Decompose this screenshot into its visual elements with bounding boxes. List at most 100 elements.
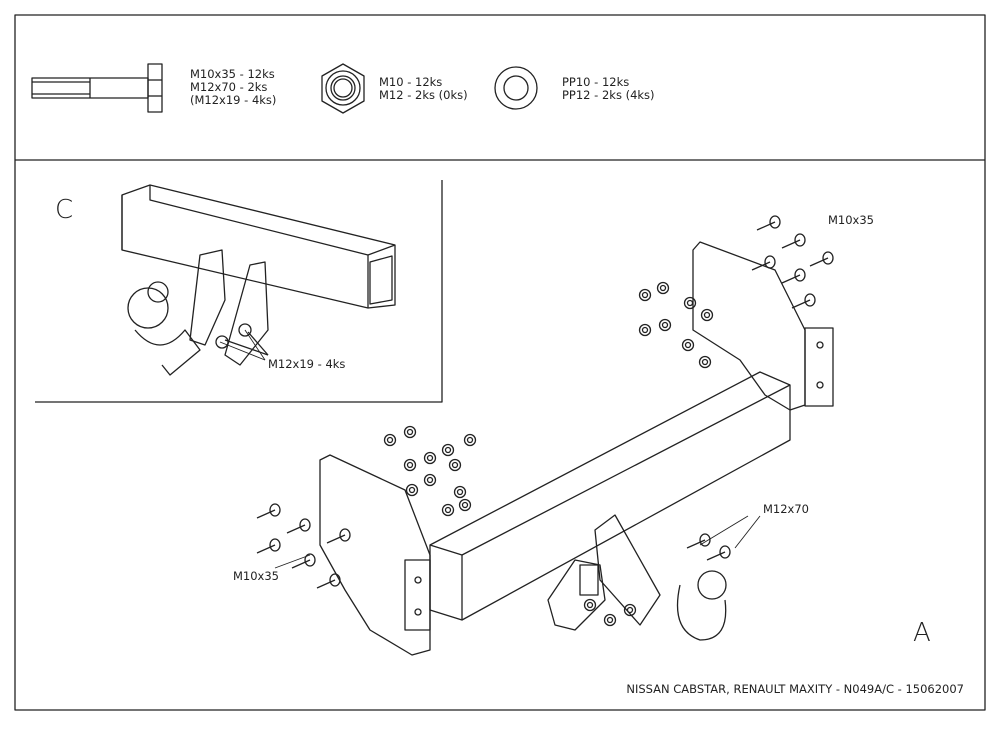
nut-icon (423, 473, 437, 487)
nut-bore-icon (641, 326, 649, 334)
view-label-c: C (55, 195, 74, 225)
nut-icon (423, 451, 437, 465)
bolt-icon (706, 551, 726, 561)
washer-spec-line: PP10 - 12ks (562, 75, 630, 89)
bolt-head-icon (769, 215, 781, 229)
bolt-icon (781, 274, 801, 284)
leader-lines (219, 329, 761, 569)
nut-spec: M10 - 12ks M12 - 2ks (0ks) (379, 76, 468, 102)
bolt-icon (781, 239, 801, 249)
nut-icon (403, 425, 417, 439)
nut-icon (681, 338, 695, 352)
bolt-spec-line: M10x35 - 12ks (190, 67, 275, 81)
nut-bore-icon (626, 606, 634, 614)
nut-bore-icon (641, 291, 649, 299)
nut-icon (638, 323, 652, 337)
callout-m12x19: M12x19 - 4ks (268, 357, 346, 371)
bolt-icon (809, 257, 829, 267)
nut-spec-line: M10 - 12ks (379, 75, 443, 89)
nut-icon (383, 433, 397, 447)
bolt-icon (791, 299, 811, 309)
nut-bore-icon (659, 284, 667, 292)
nut-icon (583, 598, 597, 612)
nut-bore-icon (606, 616, 614, 624)
nut-icon (658, 318, 672, 332)
nut-bore-icon (703, 311, 711, 319)
nut-bore-icon (386, 436, 394, 444)
callout-m12x70: M12x70 (763, 502, 809, 516)
bolt-head-icon (719, 545, 731, 559)
nut-icon (448, 458, 462, 472)
nut-icon (656, 281, 670, 295)
nut-icon (403, 458, 417, 472)
bolt-head-icon (269, 503, 281, 517)
bolt-head-icon (804, 293, 816, 307)
bolt-head-icon (304, 553, 316, 567)
nut-bore-icon (461, 501, 469, 509)
nut-icon (441, 503, 455, 517)
washer-spec-line: PP12 - 2ks (4ks) (562, 88, 655, 102)
hex-nut-icon (321, 63, 365, 114)
nut-icon (453, 485, 467, 499)
nut-bore-icon (444, 506, 452, 514)
bolt-head-icon (269, 538, 281, 552)
nut-bore-icon (586, 601, 594, 609)
bolt-icon (256, 544, 276, 554)
nut-spec-line: M12 - 2ks (0ks) (379, 88, 468, 102)
detail-c-frame (35, 180, 443, 403)
bolt-icon (751, 261, 771, 271)
bolt-icon (326, 534, 346, 544)
bolt-icon (316, 579, 336, 589)
main-hitch-drawing (319, 241, 834, 656)
view-label-a: A (913, 618, 931, 648)
nut-bore-icon (451, 461, 459, 469)
bolt-head-icon (794, 268, 806, 282)
bolt-head-icon (329, 573, 341, 587)
bolt-icon (291, 559, 311, 569)
bolt-spec-line: M12x70 - 2ks (190, 80, 268, 94)
drawing-frame (14, 14, 986, 711)
bolt-icon (286, 524, 306, 534)
nut-icon (683, 296, 697, 310)
drawing-title: NISSAN CABSTAR, RENAULT MAXITY - N049A/C… (626, 682, 964, 696)
callout-m10x35-left: M10x35 (233, 569, 279, 583)
nut-bore-icon (661, 321, 669, 329)
nut-bore-icon (456, 488, 464, 496)
nut-bore-icon (408, 486, 416, 494)
bolt-head-icon (822, 251, 834, 265)
detail-c-drawing (121, 184, 396, 376)
nut-icon (603, 613, 617, 627)
nut-icon (458, 498, 472, 512)
nut-bore-icon (426, 476, 434, 484)
bolt-head-icon (764, 255, 776, 269)
nut-icon (441, 443, 455, 457)
nut-bore-icon (466, 436, 474, 444)
nut-bore-icon (686, 299, 694, 307)
nut-icon (623, 603, 637, 617)
bolt-head-icon (699, 533, 711, 547)
nut-bore-icon (406, 428, 414, 436)
bolt-head-icon (794, 233, 806, 247)
nut-bore-icon (684, 341, 692, 349)
nut-icon (463, 433, 477, 447)
bolt-icon (756, 221, 776, 231)
nut-icon (638, 288, 652, 302)
bolt-head-icon (299, 518, 311, 532)
bolt-icon (686, 539, 706, 549)
nut-icon (700, 308, 714, 322)
callout-m10x35-right: M10x35 (828, 213, 874, 227)
bolt-spec: M10x35 - 12ks M12x70 - 2ks (M12x19 - 4ks… (190, 68, 276, 107)
bolt-spec-line: (M12x19 - 4ks) (190, 93, 277, 107)
bolt-icon (256, 509, 276, 519)
bolt-icon (31, 63, 163, 113)
nut-icon (698, 355, 712, 369)
washer-icon (494, 66, 538, 110)
nut-bore-icon (444, 446, 452, 454)
washer-spec: PP10 - 12ks PP12 - 2ks (4ks) (562, 76, 655, 102)
nut-icon (405, 483, 419, 497)
nut-bore-icon (406, 461, 414, 469)
bolt-head-icon (339, 528, 351, 542)
nut-bore-icon (701, 358, 709, 366)
nut-bore-icon (426, 454, 434, 462)
